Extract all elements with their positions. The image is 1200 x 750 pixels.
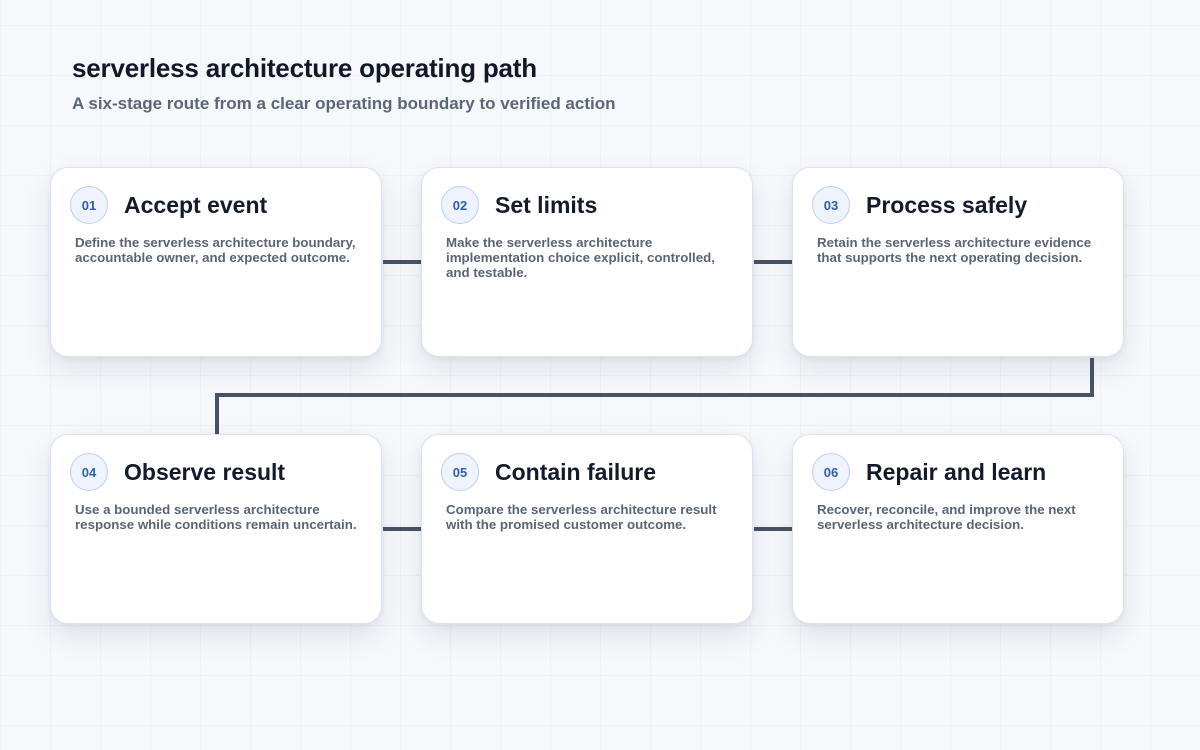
stage-number-badge: 02 [441, 186, 479, 224]
stage-number-badge: 03 [812, 186, 850, 224]
stage-title: Process safely [866, 192, 1028, 218]
stage-card-repair-and-learn: 06 Repair and learn Recover, reconcile, … [792, 434, 1124, 624]
stage-card-observe-result: 04 Observe result Use a bounded serverle… [50, 434, 382, 624]
stage-description: Make the serverless architecture impleme… [446, 235, 715, 280]
stage-card-process-safely: 03 Process safely Retain the serverless … [792, 167, 1124, 357]
stage-title: Set limits [495, 192, 598, 218]
stage-description: Retain the serverless architecture evide… [817, 235, 1092, 265]
stage-number-badge: 06 [812, 453, 850, 491]
stage-description: Define the serverless architecture bound… [75, 235, 356, 265]
page-subtitle: A six-stage route from a clear operating… [72, 94, 616, 113]
connector-03-04 [215, 358, 1094, 434]
stage-title: Observe result [124, 459, 286, 485]
stage-number-badge: 04 [70, 453, 108, 491]
diagram-header: serverless architecture operating path A… [72, 50, 616, 117]
stage-title: Accept event [124, 192, 268, 218]
stage-card-contain-failure: 05 Contain failure Compare the serverles… [421, 434, 753, 624]
stage-title: Contain failure [495, 459, 657, 485]
stage-description: Compare the serverless architecture resu… [446, 502, 717, 532]
page-title: serverless architecture operating path [72, 53, 537, 83]
stage-title: Repair and learn [866, 459, 1047, 485]
stage-description: Recover, reconcile, and improve the next… [817, 502, 1076, 532]
stage-number-badge: 01 [70, 186, 108, 224]
stage-description: Use a bounded serverless architecture re… [75, 502, 357, 532]
stage-number-badge: 05 [441, 453, 479, 491]
stage-card-accept-event: 01 Accept event Define the serverless ar… [50, 167, 382, 357]
stage-card-set-limits: 02 Set limits Make the serverless archit… [421, 167, 753, 357]
